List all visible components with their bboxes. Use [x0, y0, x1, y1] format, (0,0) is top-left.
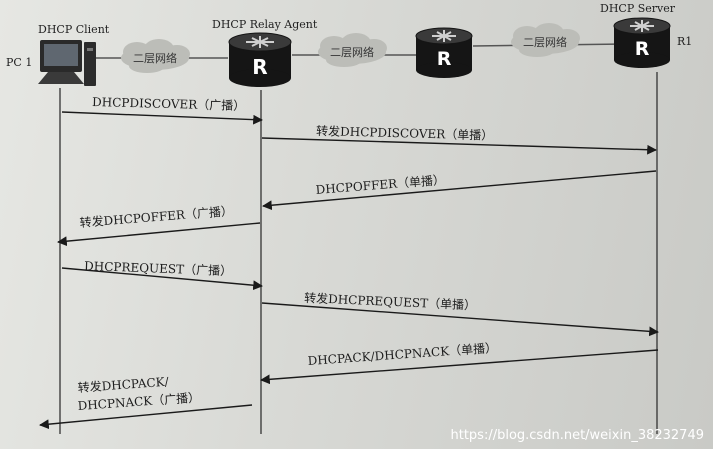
router-icon: R: [228, 32, 292, 87]
message-arrow-ack: [260, 349, 659, 385]
message-arrow-request-relay: [261, 302, 659, 337]
cloud-icon: 二层网络: [318, 33, 387, 67]
message-label: DHCPOFFER（单播）: [315, 173, 445, 197]
message-label: DHCPNACK（广播）: [77, 390, 200, 413]
message-label: 转发DHCPACK/: [77, 374, 170, 395]
router-icon: R: [613, 17, 671, 68]
message-arrow-ack-relay: [39, 404, 253, 430]
message-arrow-request: [61, 267, 263, 291]
message-arrow-discover: [61, 111, 263, 125]
message-label: 转发DHCPDISCOVER（单播）: [316, 123, 494, 143]
cloud-label: 二层网络: [133, 51, 177, 65]
message-label: 转发DHCPREQUEST（单播）: [304, 290, 477, 312]
desktop-computer-icon: [38, 40, 96, 86]
router-icon: R: [415, 27, 473, 78]
server-title: DHCP Server: [600, 2, 676, 15]
message-arrow-discover-relay: [261, 137, 657, 155]
message-label: DHCPREQUEST（广播）: [84, 259, 232, 278]
watermark-text: https://blog.csdn.net/weixin_38232749: [450, 428, 704, 443]
cloud-icon: 二层网络: [511, 23, 580, 57]
server-id-label: R1: [677, 35, 692, 48]
cloud-label: 二层网络: [523, 35, 567, 49]
message-arrow-offer: [262, 170, 657, 211]
message-arrow-offer-relay: [57, 222, 261, 247]
relay-title: DHCP Relay Agent: [212, 18, 318, 31]
message-label: 转发DHCPOFFER（广播）: [79, 203, 233, 230]
router-glyph: R: [635, 38, 650, 60]
cloud-label: 二层网络: [330, 45, 374, 59]
cloud-icon: 二层网络: [121, 39, 190, 73]
message-label: DHCPDISCOVER（广播）: [92, 95, 246, 113]
pc-label: PC 1: [6, 56, 32, 69]
router-glyph: R: [252, 55, 267, 79]
client-title: DHCP Client: [38, 23, 110, 36]
router-glyph: R: [437, 48, 452, 70]
